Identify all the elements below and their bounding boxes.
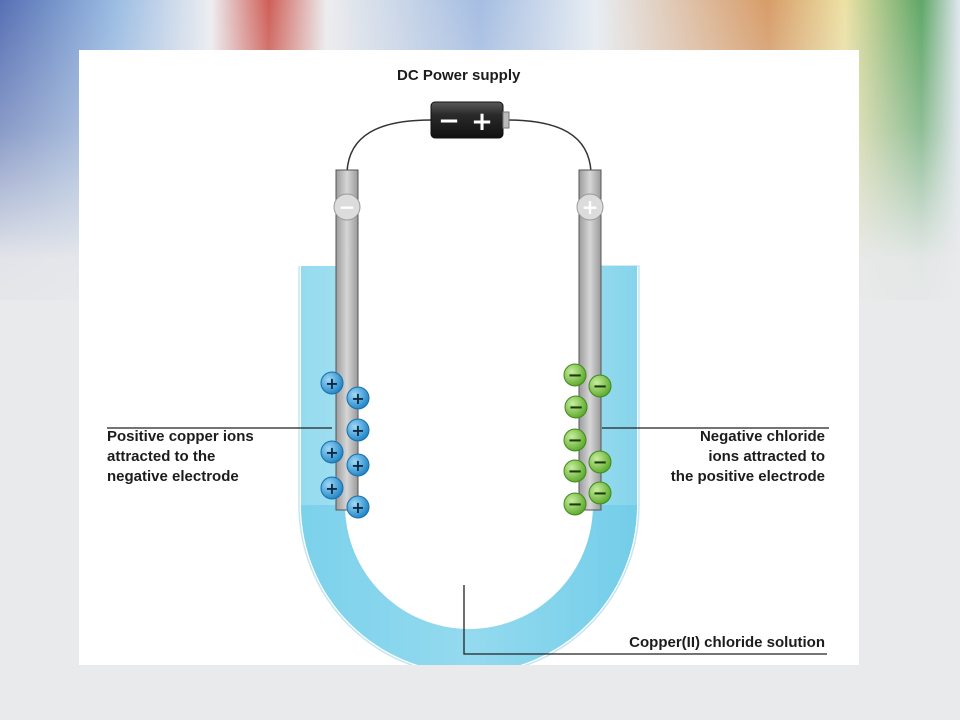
negative-ions-label-line: Negative chloride — [699, 428, 825, 445]
u-tube-solution — [301, 266, 637, 665]
wire-left — [346, 119, 432, 173]
positive-terminal — [576, 193, 604, 221]
negative-terminal-symbol: − — [339, 195, 356, 219]
positive-electrode — [578, 169, 602, 511]
negative-ions-label-line: ions attracted to — [708, 448, 825, 465]
svg-text:+: + — [351, 421, 364, 440]
u-tube-bottom-shade — [301, 505, 637, 665]
svg-text:−: − — [567, 461, 582, 482]
power-supply-label: DC Power supply — [397, 67, 521, 84]
copper-ion: + — [346, 495, 370, 519]
chloride-ion: − — [564, 395, 588, 419]
copper-ion: + — [320, 371, 344, 395]
gas-bubbles — [365, 344, 559, 557]
battery-negative-symbol: − — [438, 106, 460, 136]
copper-ion-group: + + + + + + + — [320, 371, 370, 519]
positive-ions-label-line: Positive copper ions — [107, 428, 254, 445]
chloride-ion: − — [563, 459, 587, 483]
svg-text:+: + — [325, 479, 338, 498]
chloride-ion: − — [563, 492, 587, 516]
leader-solution — [463, 585, 827, 655]
copper-ion: + — [320, 476, 344, 500]
positive-ions-label: Positive copper ions attracted to the ne… — [107, 427, 254, 487]
dc-battery: − + — [430, 101, 510, 139]
svg-text:+: + — [325, 443, 338, 462]
positive-ions-label-line: attracted to the — [107, 448, 216, 465]
copper-ion: + — [320, 440, 344, 464]
copper-ion: + — [346, 418, 370, 442]
svg-text:−: − — [567, 365, 582, 386]
svg-text:+: + — [351, 389, 364, 408]
chloride-ion: − — [588, 481, 612, 505]
svg-text:+: + — [325, 374, 338, 393]
copper-ion: + — [346, 453, 370, 477]
chloride-ion-group: − − − − − − − − — [563, 363, 612, 516]
negative-terminal — [333, 193, 361, 221]
copper-ion: + — [346, 386, 370, 410]
svg-text:−: − — [567, 430, 582, 451]
svg-text:−: − — [568, 397, 583, 418]
wire-right — [506, 119, 592, 173]
svg-text:+: + — [351, 498, 364, 517]
svg-text:−: − — [592, 452, 607, 473]
positive-terminal-symbol: + — [582, 195, 599, 219]
diagram-panel: − + − + + + + + + + + − — [79, 50, 859, 665]
svg-text:−: − — [592, 376, 607, 397]
negative-ions-label: Negative chloride ions attracted to the … — [671, 427, 825, 487]
solution-label: Copper(II) chloride solution — [629, 634, 825, 651]
chloride-ion: − — [563, 363, 587, 387]
positive-ions-label-line: negative electrode — [107, 468, 239, 485]
svg-text:−: − — [592, 483, 607, 504]
chloride-ion: − — [588, 374, 612, 398]
svg-text:−: − — [567, 494, 582, 515]
chloride-ion: − — [588, 450, 612, 474]
chloride-ion: − — [563, 428, 587, 452]
electrolysis-diagram: − + − + + + + + + + + − — [107, 101, 829, 665]
negative-ions-label-line: the positive electrode — [670, 468, 825, 485]
svg-text:+: + — [351, 456, 364, 475]
leader-lines — [107, 427, 829, 655]
battery-positive-symbol: + — [471, 107, 493, 137]
